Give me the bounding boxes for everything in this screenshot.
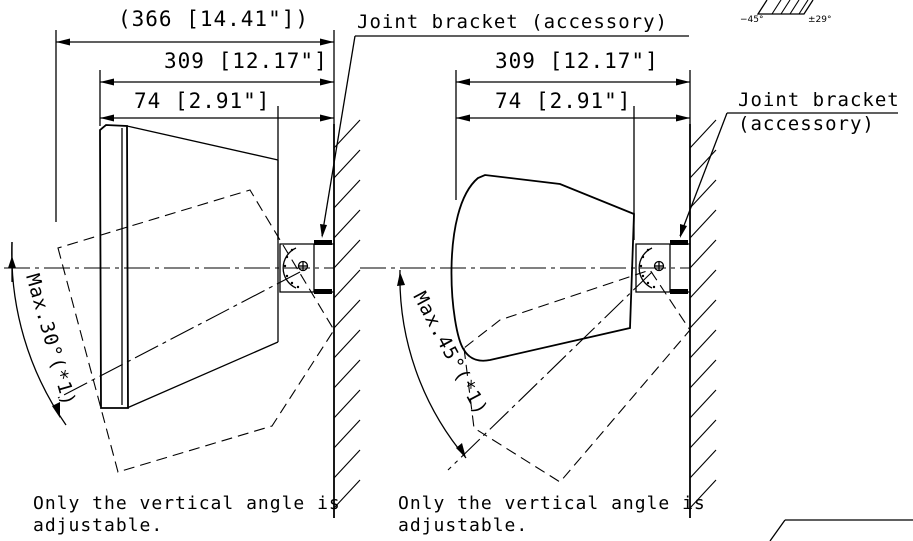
right-note-line1: Only the vertical angle is — [398, 493, 706, 514]
left-bracket — [279, 240, 334, 294]
left-dim-depth: 309 [12.17"] — [164, 49, 328, 73]
left-dim-overall: (366 [14.41"]) — [118, 7, 309, 31]
right-bracket — [635, 240, 690, 294]
right-bracket-label-2: (accessory) — [738, 113, 875, 135]
left-dim-bracket: 74 [2.91"] — [134, 89, 270, 113]
left-wall — [333, 119, 361, 518]
left-speaker-body — [99, 124, 279, 409]
right-bracket-label-1: Joint bracket — [738, 89, 900, 111]
bottom-right-fragment — [769, 519, 913, 541]
right-wall — [689, 119, 717, 518]
left-angle-label: Max.30°(*1) — [21, 271, 80, 409]
right-angle-indicator: Max.45°(*1) — [397, 269, 493, 459]
right-angle-label: Max.45°(*1) — [409, 288, 493, 419]
right-dim-bracket: 74 [2.91"] — [495, 89, 631, 113]
corner-angle-min: −45° — [740, 15, 764, 25]
left-view: (366 [14.41"]) 309 [12.17"] 74 [2.91"] J… — [4, 7, 689, 536]
left-angle-indicator: Max.30°(*1) — [8, 241, 80, 426]
right-dimension-lines — [455, 70, 691, 240]
right-tilted-outline — [463, 269, 691, 483]
left-tilted-outline — [57, 189, 335, 473]
corner-fragment: −45° ±29° — [740, 0, 832, 25]
left-bracket-label: Joint bracket (accessory) — [357, 11, 668, 33]
left-note-line2: adjustable. — [33, 515, 163, 536]
right-view: 309 [12.17"] 74 [2.91"] Joint bracket (a… — [360, 49, 900, 536]
left-note-line1: Only the vertical angle is — [33, 493, 341, 514]
right-dim-depth: 309 [12.17"] — [495, 49, 659, 73]
right-note-line2: adjustable. — [398, 515, 528, 536]
corner-angle-pm: ±29° — [808, 15, 832, 25]
